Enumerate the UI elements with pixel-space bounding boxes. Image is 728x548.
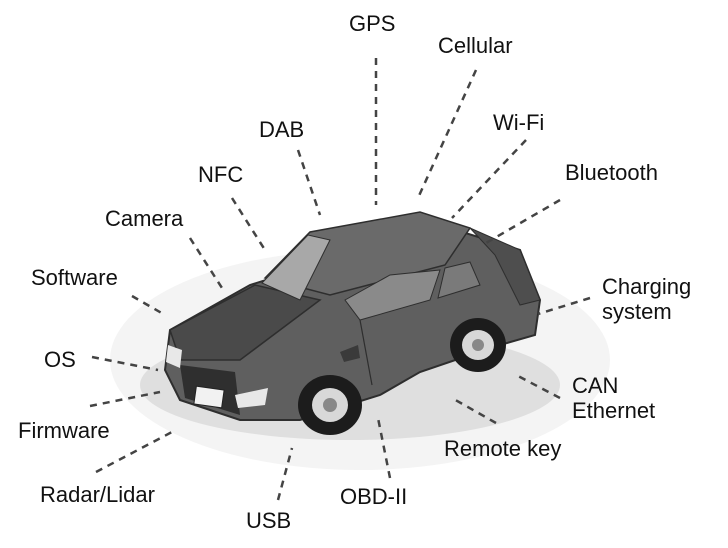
- usb-label: USB: [246, 508, 292, 533]
- dab-label: DAB: [259, 117, 305, 142]
- gps-label: GPS: [349, 11, 396, 36]
- remote-key-line: [451, 396, 497, 425]
- charging-system-label: Charging system: [602, 274, 691, 325]
- can-label-line1: CAN: [572, 373, 619, 398]
- software-line: [131, 294, 166, 317]
- car-windshield: [261, 234, 331, 301]
- cellular-label: Cellular: [438, 33, 513, 58]
- charging-label-line2: system: [602, 299, 672, 325]
- bluetooth-label: Bluetooth: [565, 160, 658, 185]
- obd-label: OBD-II: [340, 484, 408, 509]
- obd-line: [376, 417, 392, 479]
- os-label: OS: [44, 347, 76, 372]
- car-rear-window: [437, 261, 481, 299]
- camera-label: Camera: [105, 206, 184, 231]
- side-mirror: [340, 345, 360, 362]
- can-ethernet-label: CAN Ethernet: [572, 373, 655, 424]
- rear-wheel: [450, 318, 506, 372]
- dab-line: [296, 149, 322, 216]
- bluetooth-line: [485, 198, 561, 245]
- car-rear: [469, 227, 541, 306]
- nfc-label: NFC: [198, 162, 244, 187]
- charging-line: [537, 296, 591, 316]
- software-label: Software: [31, 265, 118, 290]
- wifi-label: Wi-Fi: [493, 110, 545, 135]
- front-wheel: [298, 375, 362, 435]
- charging-label-line1: Charging: [602, 274, 692, 299]
- os-line: [91, 355, 159, 372]
- headlight-right: [235, 388, 268, 408]
- radar-lidar-label: Radar/Lidar: [40, 482, 155, 507]
- connector-lines: [89, 58, 591, 501]
- radar-line: [95, 430, 173, 474]
- can-line: [517, 374, 561, 400]
- nfc-line: [230, 197, 267, 251]
- cellular-line: [416, 69, 478, 199]
- wifi-line: [451, 139, 527, 219]
- headlight-left: [166, 345, 182, 368]
- door-line: [359, 319, 373, 386]
- can-label-line2: Ethernet: [572, 398, 656, 424]
- car-side-window: [344, 269, 441, 321]
- car-icon: [163, 211, 542, 435]
- camera-line: [188, 237, 224, 289]
- usb-line: [276, 447, 294, 501]
- remote-key-label: Remote key: [444, 436, 562, 461]
- firmware-label: Firmware: [18, 418, 110, 443]
- license-plate: [193, 385, 225, 409]
